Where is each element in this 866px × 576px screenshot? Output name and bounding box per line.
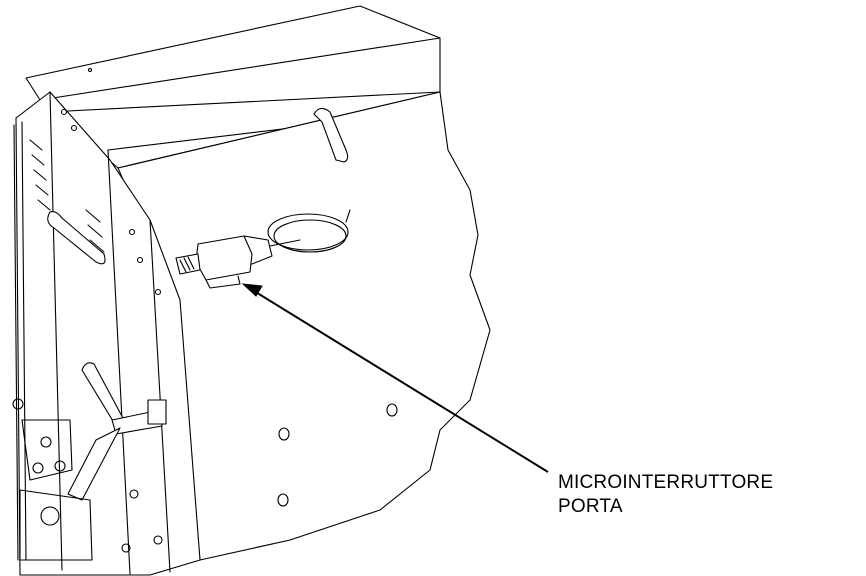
door-lower-details <box>12 398 163 561</box>
door-hinge-strip <box>13 121 27 561</box>
callout-line-2: PORTA <box>558 496 623 517</box>
door-front-panel <box>15 91 201 576</box>
capillary-coil <box>267 209 351 253</box>
frame-screws <box>60 67 162 296</box>
callout-label: MICROINTERRUTTORE PORTA <box>558 471 773 519</box>
door-microswitch-icon <box>175 235 301 289</box>
callout-line-1: MICROINTERRUTTORE <box>558 472 774 493</box>
door-slots <box>29 139 105 253</box>
door-lever <box>67 362 167 501</box>
door-inner-edge <box>49 91 171 575</box>
side-panel-holes <box>277 403 398 507</box>
housing-side-panel <box>117 91 491 561</box>
callout-arrow <box>241 283 549 473</box>
door-handle <box>47 211 106 265</box>
top-cable <box>313 107 349 163</box>
